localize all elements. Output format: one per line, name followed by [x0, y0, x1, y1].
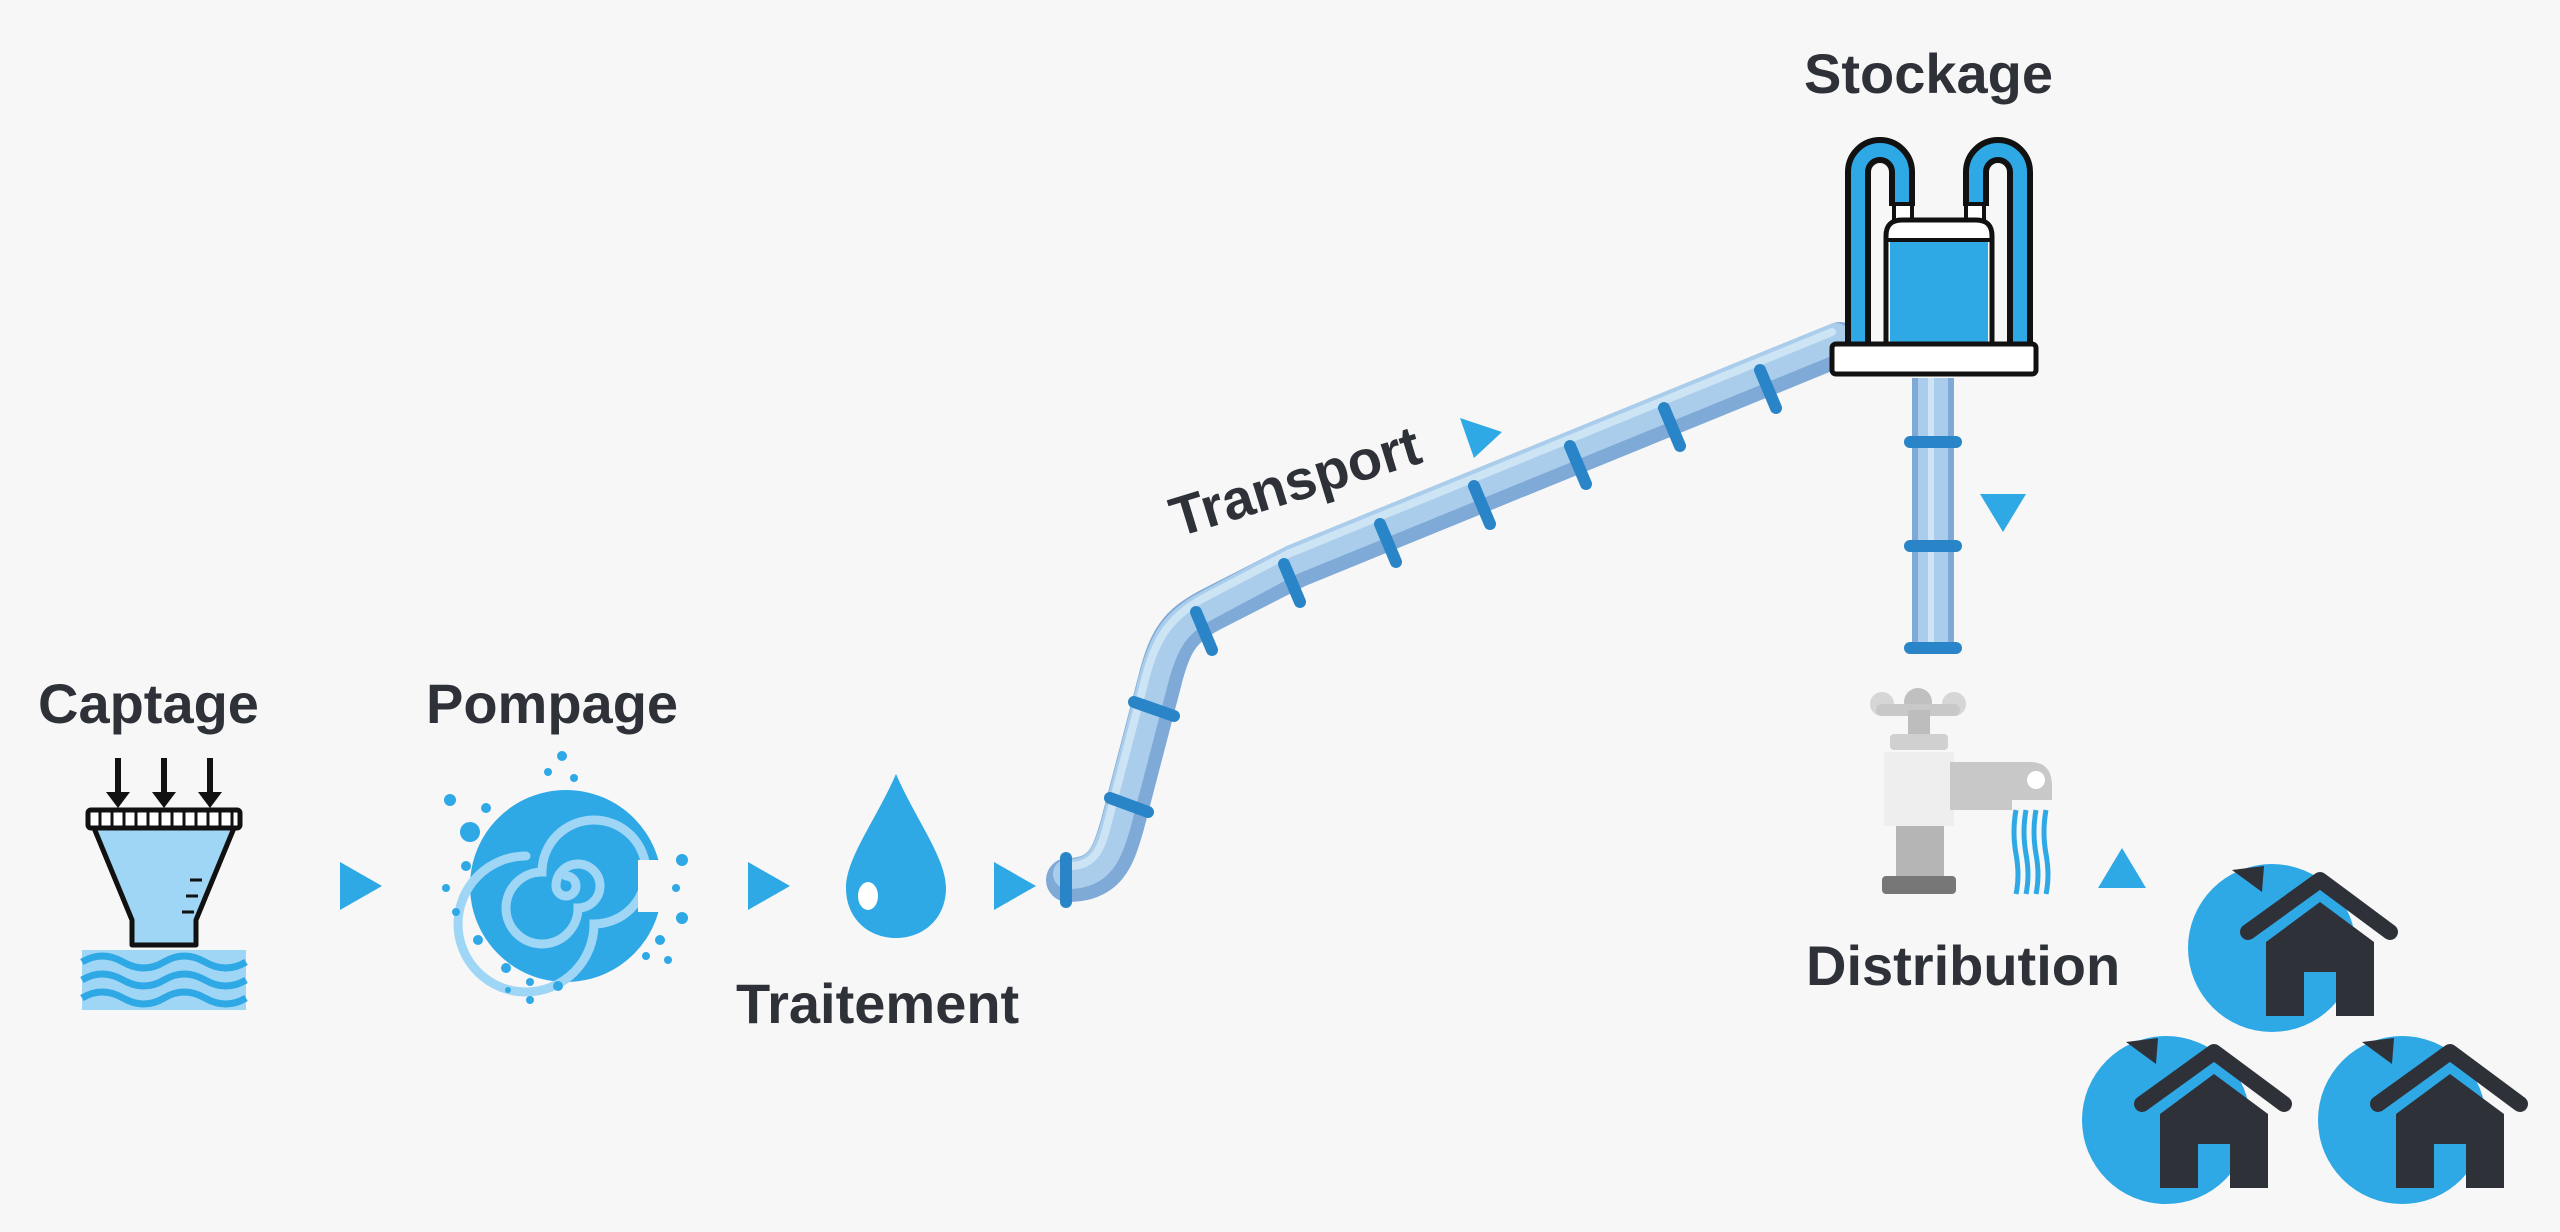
pipe-icon: [1904, 378, 1962, 654]
flow-arrow-icon: [748, 862, 790, 910]
flow-arrow-icon: [1460, 418, 1502, 458]
down-arrows-icon: [106, 758, 222, 808]
label-pompage: Pompage: [426, 672, 679, 735]
flow-arrow-icon: [1980, 494, 2026, 532]
funnel-icon: [85, 807, 243, 948]
tap-icon: [1870, 688, 2052, 895]
label-distribution: Distribution: [1806, 934, 2121, 997]
water-tank-icon: [1829, 137, 2039, 377]
flow-arrow-icon: [340, 862, 382, 910]
captage-icon: [80, 758, 248, 1010]
water-drop-icon: [846, 774, 946, 938]
spiral-pump-icon: [442, 751, 688, 1004]
label-stockage: Stockage: [1804, 42, 2053, 105]
label-captage: Captage: [38, 672, 259, 735]
house-icon: [2082, 1036, 2292, 1204]
flow-arrow-icon: [994, 862, 1036, 910]
water-waves-icon: [80, 950, 248, 1010]
flow-arrow-icon: [2098, 848, 2146, 888]
pipe-icon: [1046, 322, 1862, 908]
house-icon: [2318, 1036, 2528, 1204]
label-traitement: Traitement: [736, 972, 1020, 1035]
house-icon: [2188, 864, 2398, 1032]
